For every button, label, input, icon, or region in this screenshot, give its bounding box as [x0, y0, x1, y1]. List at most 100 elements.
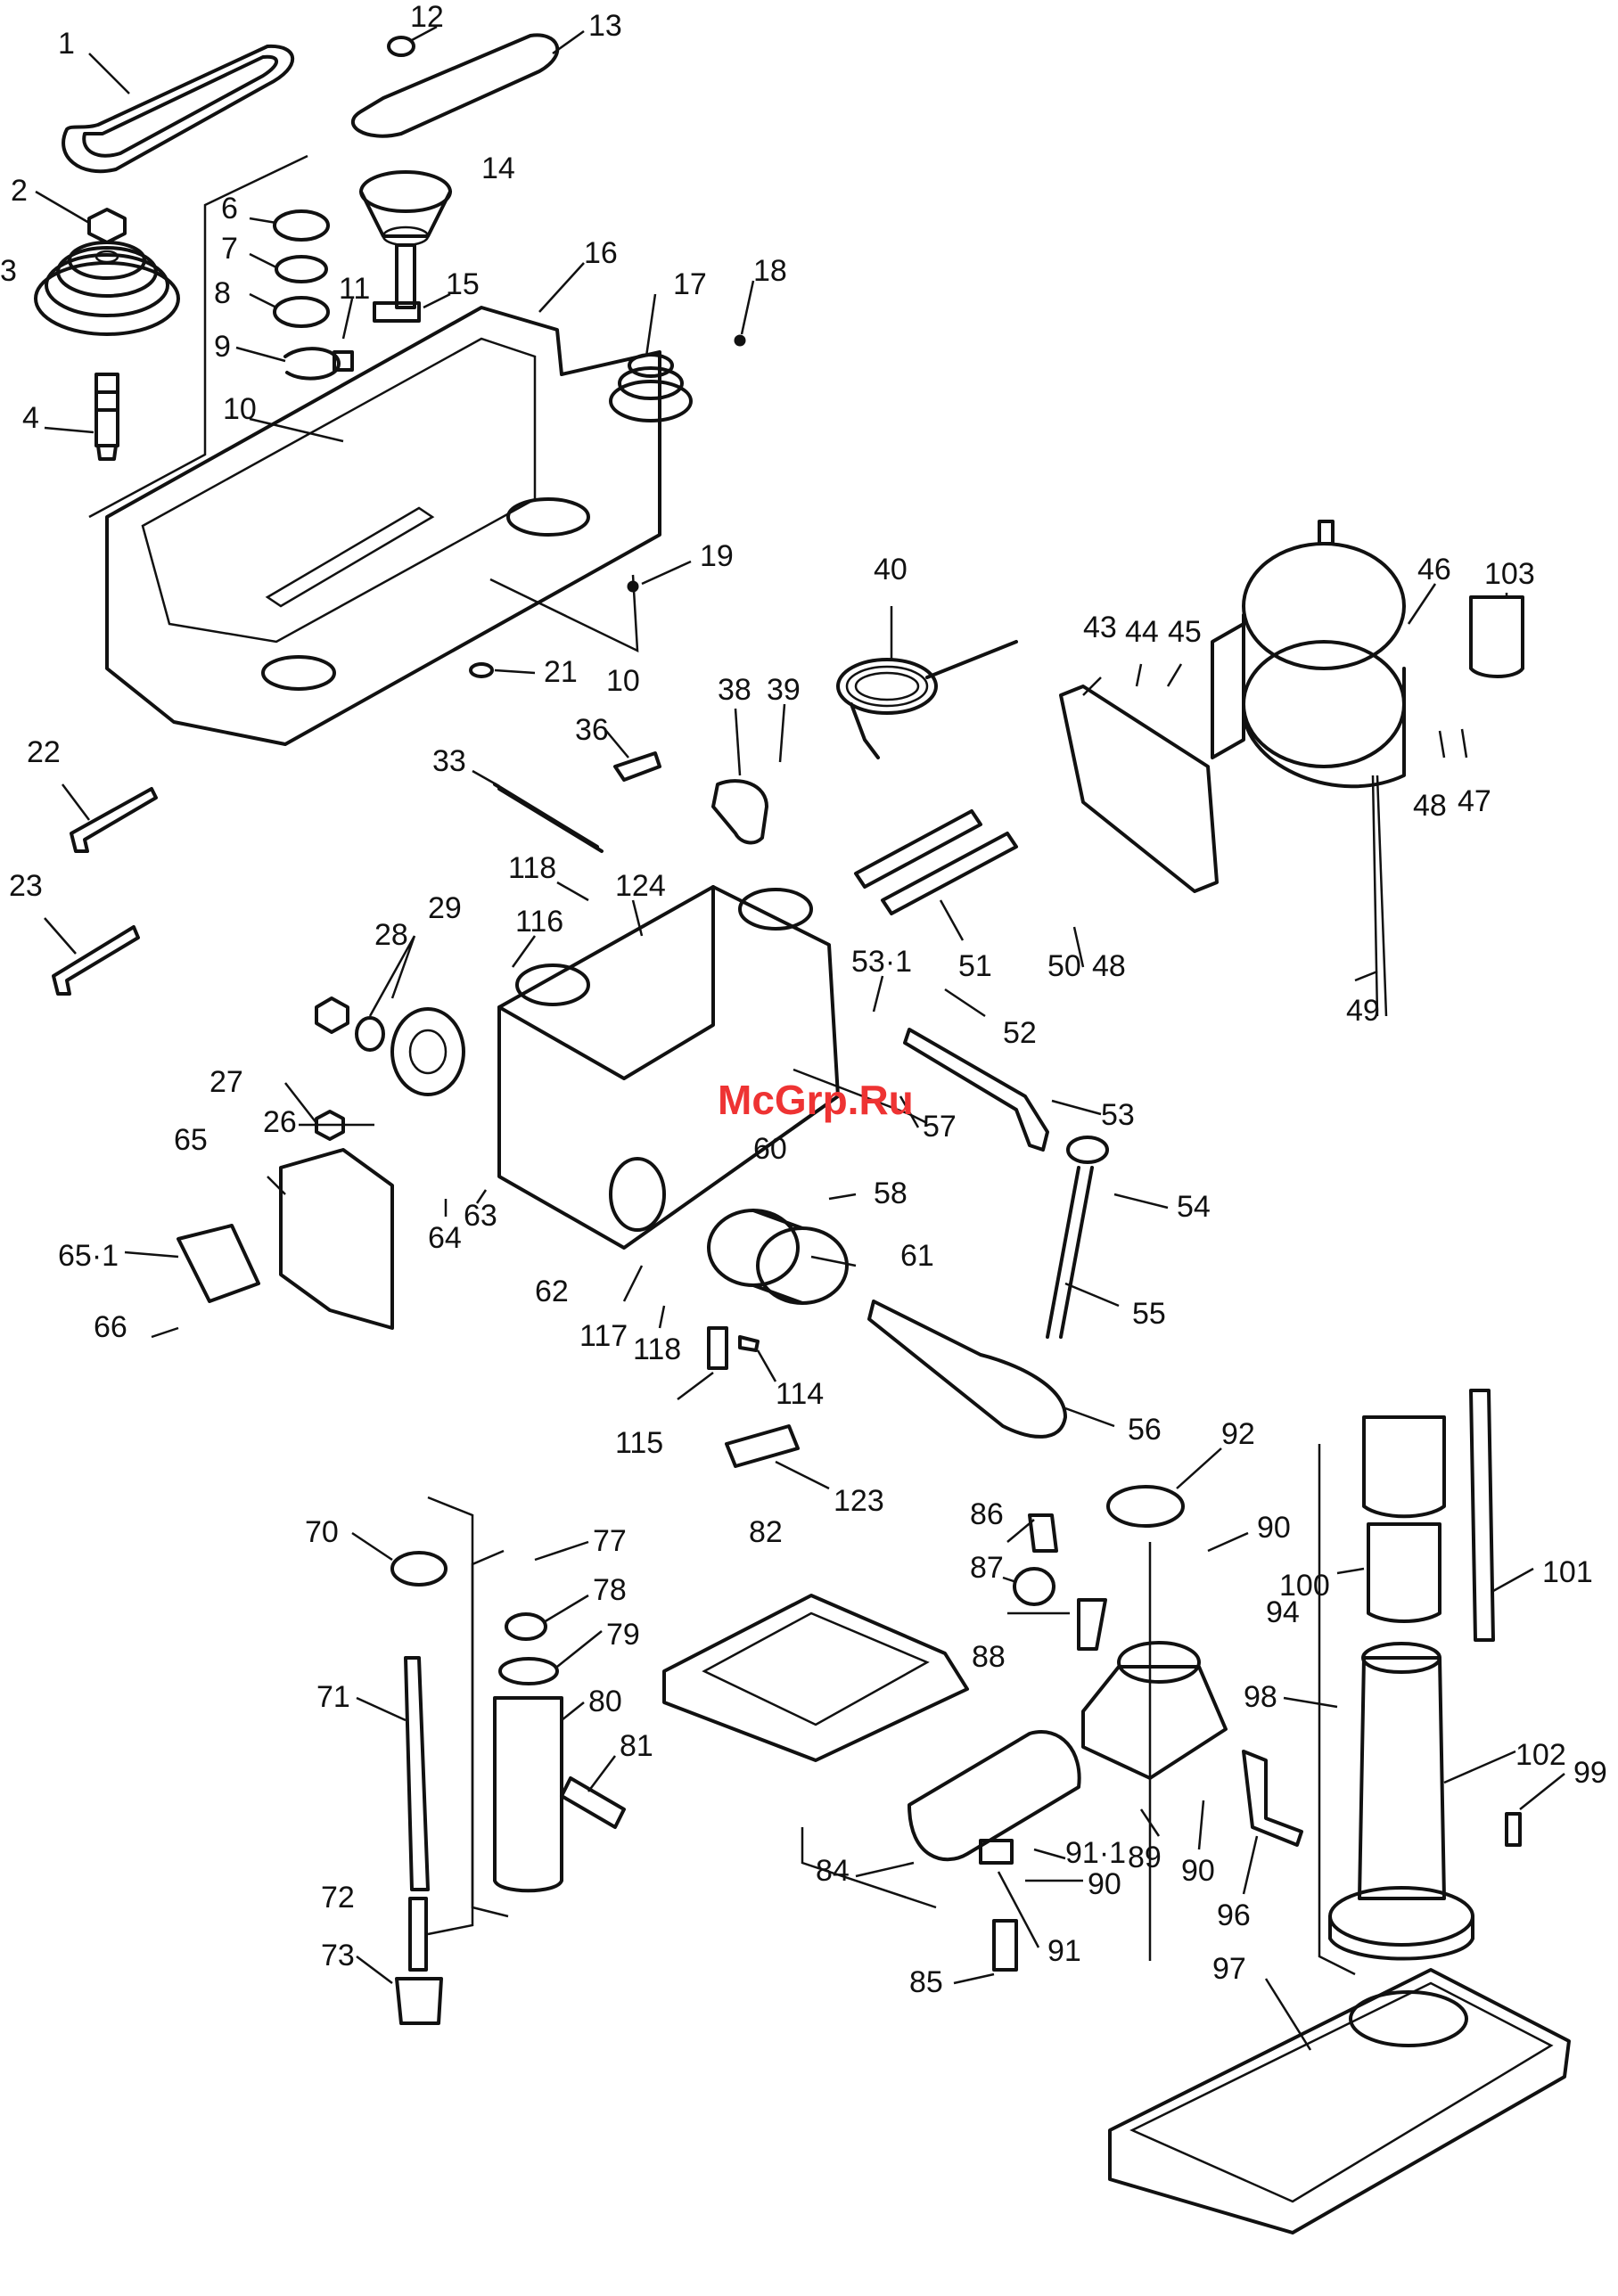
callout-label: 12 [410, 0, 444, 34]
callout-label: 70 [305, 1515, 339, 1549]
callout-label: 115 [615, 1426, 663, 1460]
callout-label: 54 [1177, 1190, 1211, 1224]
part-86 [1028, 1513, 1058, 1553]
callout-labels: 1 2 3 4 6 7 8 9 10 11 12 13 14 15 16 17 … [0, 0, 1607, 1999]
callout-label: 51 [958, 949, 992, 983]
callout-label: 92 [1221, 1417, 1255, 1451]
callout-label: 85 [909, 1965, 943, 1999]
callout-label: 65·1 [58, 1239, 119, 1273]
callout-label: 99 [1573, 1756, 1607, 1790]
callout-label: 14 [481, 152, 515, 185]
callout-label: 100 [1279, 1569, 1330, 1603]
part-shaft-51 [854, 809, 982, 889]
part-belt-guard-16 [105, 306, 661, 746]
callout-label: 101 [1542, 1555, 1593, 1589]
callout-label: 8 [214, 276, 231, 310]
part-nut-27 [315, 1110, 345, 1141]
callout-label: 84 [816, 1854, 850, 1888]
part-washer-28 [355, 1016, 385, 1052]
part-knob-12 [387, 36, 415, 57]
assembly-lines [88, 154, 1356, 1976]
callout-label: 6 [221, 192, 238, 226]
part-115 [707, 1326, 728, 1370]
callout-label: 64 [428, 1221, 462, 1255]
part-spindle-71 [404, 1656, 430, 1891]
callout-label: 90 [1088, 1867, 1121, 1901]
part-11 [333, 350, 354, 372]
part-91 [979, 1839, 1014, 1865]
part-knob-54 [1066, 1136, 1109, 1164]
part-85 [992, 1919, 1018, 1972]
part-base-97 [1108, 1968, 1571, 2234]
callout-label: 47 [1458, 784, 1491, 818]
part-nut-28 [315, 996, 349, 1034]
callout-label: 77 [593, 1524, 627, 1558]
part-spindle-4 [94, 373, 119, 461]
callout-label: 91 [1047, 1934, 1081, 1968]
callout-label: 28 [374, 918, 408, 952]
callout-label: 56 [1128, 1413, 1162, 1447]
callout-label: 33 [432, 744, 466, 778]
callout-label: 48 [1413, 789, 1447, 823]
part-bolt-99 [1505, 1812, 1522, 1847]
callout-label: 45 [1168, 615, 1202, 649]
part-rack-101 [1469, 1389, 1495, 1642]
part-114 [738, 1335, 760, 1352]
callout-label: 90 [1257, 1511, 1291, 1545]
part-table [662, 1594, 969, 1762]
callout-label: 118 [633, 1332, 681, 1366]
part-bearing-8 [273, 296, 330, 328]
part-switch-plate-65 [279, 1148, 394, 1330]
part-quill-80 [493, 1696, 563, 1893]
part-shaft-15 [373, 243, 421, 323]
callout-label: 46 [1417, 553, 1451, 586]
part-gear-87 [1013, 1567, 1055, 1606]
part-sleeve-100b [1367, 1522, 1441, 1623]
part-pulley-17 [609, 353, 693, 422]
callout-label: 91·1 [1065, 1836, 1126, 1870]
part-chuck-73 [395, 1977, 443, 2025]
callout-label: 1 [58, 27, 75, 61]
callout-label: 81 [620, 1729, 653, 1763]
callout-label: 89 [1128, 1841, 1162, 1874]
callout-label: 3 [0, 254, 17, 288]
callout-label: 90 [1181, 1854, 1215, 1888]
callout-label: 10 [223, 392, 257, 426]
callout-label: 10 [606, 664, 640, 698]
part-belt-1 [62, 44, 295, 174]
part-bearing-70 [390, 1551, 448, 1587]
part-column-102 [1328, 1642, 1474, 1961]
callout-label: 27 [209, 1065, 243, 1099]
callout-label: 39 [767, 673, 801, 707]
part-spindle-72 [408, 1897, 428, 1972]
part-handle-53 [903, 1028, 1049, 1152]
part-belt-13 [350, 33, 560, 138]
callout-label: 82 [749, 1515, 783, 1549]
callout-label: 53·1 [851, 945, 912, 979]
callout-label: 49 [1346, 994, 1380, 1028]
part-screw-18 [734, 334, 746, 347]
callout-label: 117 [579, 1319, 628, 1353]
part-hex-key-22 [70, 787, 158, 853]
callout-label: 57 [923, 1110, 957, 1144]
callout-label: 18 [753, 254, 787, 288]
callout-label: 116 [515, 905, 563, 939]
callout-label: 96 [1217, 1898, 1251, 1932]
callout-label: 11 [339, 272, 370, 306]
part-bearing-78 [505, 1612, 547, 1641]
callout-label: 79 [606, 1618, 640, 1652]
callout-label: 7 [221, 232, 238, 266]
callout-label: 53 [1101, 1098, 1135, 1132]
part-motor-46 [1211, 520, 1406, 1017]
part-81 [560, 1776, 626, 1829]
part-88 [1077, 1598, 1107, 1651]
callout-label: 61 [900, 1239, 934, 1273]
part-power-cord-40 [836, 640, 1018, 759]
part-collar-92 [1106, 1485, 1185, 1528]
callout-label: 13 [588, 9, 622, 43]
callout-label: 40 [874, 553, 908, 586]
part-head-casting [497, 885, 840, 1250]
part-hex-key-23 [52, 925, 140, 996]
callout-label: 50 [1047, 949, 1081, 983]
